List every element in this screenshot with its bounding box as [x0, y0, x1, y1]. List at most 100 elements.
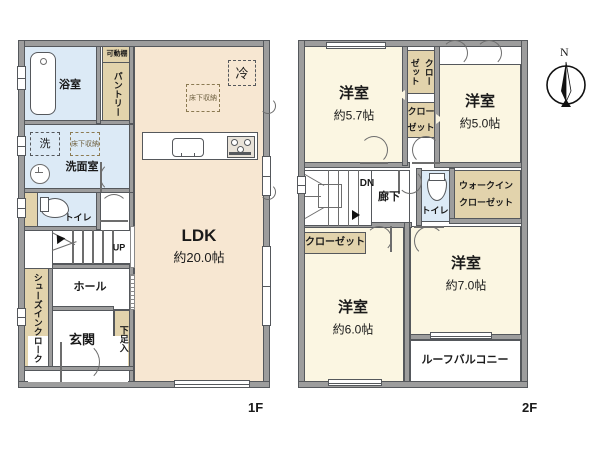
compass-rose-icon — [546, 61, 586, 107]
north-arrow-label: N — [560, 46, 569, 59]
door-leaf-room50 — [412, 162, 440, 164]
stairs-down-arrow — [352, 210, 360, 220]
label-roof-balcony: ルーフバルコニー — [421, 354, 508, 367]
window-washroom-left — [17, 136, 26, 156]
label-room-5-7-text: 洋室 — [338, 85, 370, 103]
window-room57-top — [326, 42, 386, 49]
label-ldk: LDK — [182, 227, 217, 245]
window-ldk-right-lower — [262, 246, 271, 326]
exterior-wall-2f-right — [521, 40, 528, 388]
label-room-5-7-area: 約5.7帖 — [334, 109, 375, 123]
door-arc-ldk-right-top — [260, 98, 276, 114]
north-arrow-label-text: N — [560, 45, 569, 59]
label-room-7-0-text: 洋室 — [450, 255, 482, 273]
label-ldk-area: 約20.0帖 — [173, 251, 224, 265]
label-toilet-2f-text: トイレ — [421, 205, 449, 216]
label-room-5-0: 洋室 — [465, 94, 495, 110]
wall-2f-room57-bottom — [304, 162, 410, 168]
stair-step — [82, 230, 84, 264]
label-stairs-up: UP — [113, 243, 126, 252]
floor-tag-1f: 1F — [248, 400, 263, 415]
room-yoshitsu-5-7 — [304, 46, 404, 166]
door-arc-room50 — [412, 136, 440, 164]
door-arc-room50-top-b — [476, 40, 502, 66]
sliding-door-hall — [130, 274, 135, 310]
vanity-sink-line — [35, 172, 43, 173]
label-room-6-0-area-text: 約6.0帖 — [332, 322, 374, 337]
wall-stair-bottom — [52, 264, 134, 269]
label-room-5-0-text: 洋室 — [464, 93, 496, 111]
closet-arrow-top — [398, 90, 405, 100]
room-yoshitsu-5-0 — [439, 64, 521, 166]
label-stairs-dn-text: DN — [359, 177, 375, 189]
closet-left-2f — [304, 232, 366, 254]
label-room-5-7: 洋室 — [339, 86, 369, 102]
door-arc-toilet — [100, 194, 128, 222]
door-arc-room6 — [366, 226, 392, 252]
label-getabako: 下足入 — [118, 326, 129, 353]
window-ldk-bottom — [174, 380, 250, 388]
label-genkan: 玄関 — [69, 333, 95, 347]
wall-hall-bottom — [52, 306, 114, 311]
label-toilet-1f-text: トイレ — [64, 212, 92, 223]
wall-pantry-right — [129, 46, 134, 124]
label-toilet-1f: トイレ — [64, 213, 91, 222]
label-closet-mid-line2: ゼット — [407, 122, 435, 133]
closet-direction-arrow-2 — [352, 254, 362, 263]
label-ldk-area-text: 約20.0帖 — [173, 250, 225, 266]
room-ldk — [134, 46, 264, 382]
closet-top-2f — [406, 50, 436, 94]
label-movable-shelf-text: 可動棚 — [106, 50, 128, 58]
stove-front-bar — [229, 152, 251, 155]
door-leaf-room7 — [414, 226, 444, 228]
window-bath-left — [17, 66, 26, 90]
vanity-sink-icon — [30, 164, 50, 184]
room-walk-in-closet — [451, 170, 521, 222]
stair-step — [72, 230, 74, 264]
wall-2f-toilet-right — [449, 168, 455, 222]
label-closet-left: クローゼット — [305, 236, 365, 249]
annotation-washer: 洗 — [30, 132, 60, 156]
wall-2f-toilet-left — [416, 168, 422, 226]
label-closet-mid-line1: クロー — [407, 106, 435, 117]
door-arc-toilet-2f — [398, 170, 422, 194]
wall-washroom-right — [129, 124, 134, 194]
label-stairs-dn: DN — [359, 177, 375, 190]
window-room7-bottom — [430, 332, 492, 339]
door-arc-ldk-right-mid — [260, 184, 276, 200]
floor-plan-2f: 洋室 約5.7帖 洋室 約5.0帖 洋室 約6.0帖 洋室 約7.0帖 廊下 ト… — [294, 36, 544, 398]
label-closet-left-text: クローゼット — [305, 236, 365, 248]
stove-burner-1 — [231, 139, 238, 146]
label-corridor: 廊下 — [378, 191, 400, 204]
closet-arrow-mid — [436, 114, 443, 124]
door-leaf-entrance — [60, 342, 62, 382]
annotation-underfloor-storage-ldk: 床下収納 — [186, 84, 220, 112]
label-hall-text: ホール — [73, 281, 107, 294]
door-leaf-toilet-2f — [398, 170, 400, 194]
door-arc-room57 — [360, 136, 388, 164]
annotation-underfloor-storage-washroom: 床下収納 — [70, 132, 100, 156]
north-arrow: N — [539, 46, 593, 108]
door-leaf-toilet — [100, 220, 128, 222]
label-room-7-0-area-text: 約7.0帖 — [445, 278, 487, 293]
label-closet-top-line2: クロー — [423, 58, 434, 86]
label-washroom-text: 洗面室 — [65, 161, 99, 174]
label-movable-shelf: 可動棚 — [107, 50, 128, 57]
wall-cloak-right — [48, 268, 53, 368]
stair-landing-2f — [318, 184, 342, 208]
stove-burner-2 — [244, 139, 251, 146]
door-leaf-washroom — [100, 162, 102, 192]
label-washroom: 洗面室 — [65, 161, 99, 174]
window-cloak-left — [17, 308, 26, 326]
stair-step-2f — [358, 170, 359, 226]
floor-tag-1f-text: 1F — [248, 400, 264, 415]
label-room-7-0-area: 約7.0帖 — [445, 278, 487, 293]
floor-tag-2f: 2F — [522, 400, 537, 415]
window-room6-bottom — [328, 379, 382, 386]
closet-direction-arrow-1 — [310, 254, 320, 263]
label-ldk-text: LDK — [181, 226, 217, 246]
stair-winder-2f — [305, 196, 321, 197]
wall-bath-bottom — [24, 120, 134, 125]
label-corridor-text: 廊下 — [378, 191, 400, 204]
door-arc-room7 — [414, 226, 444, 256]
